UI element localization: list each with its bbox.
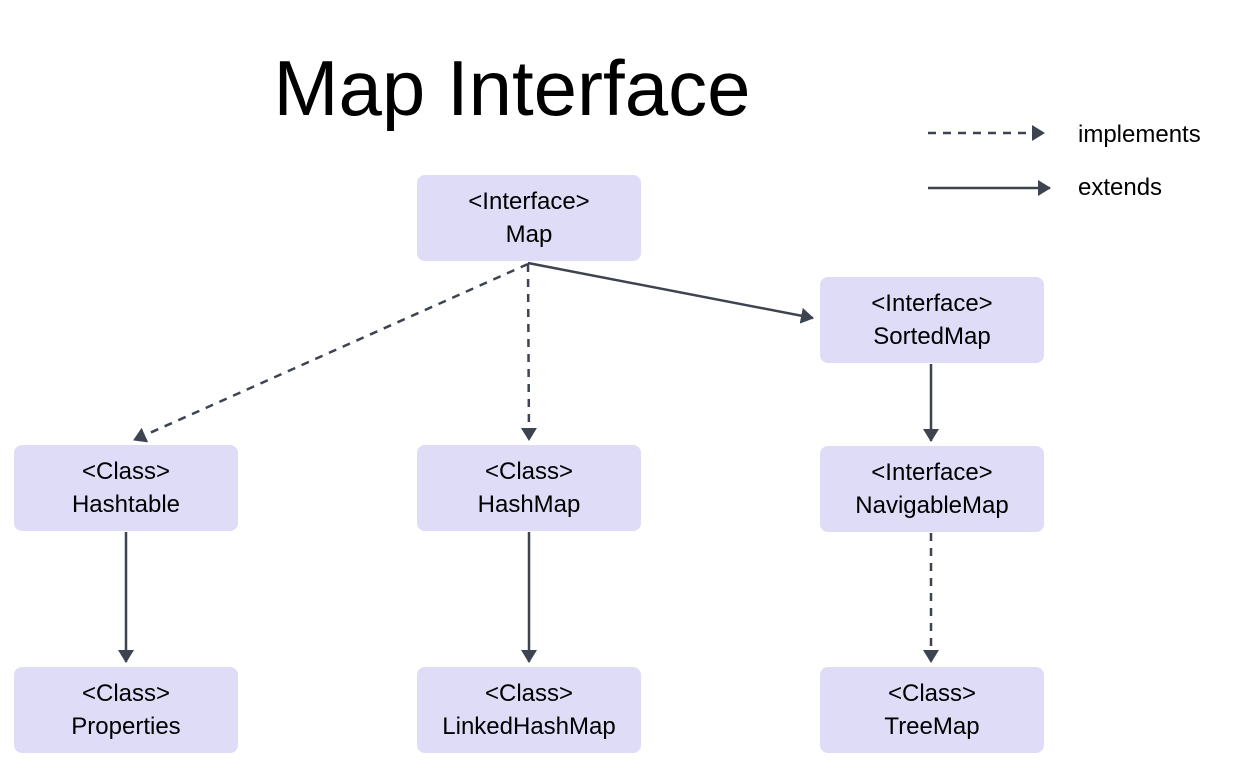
node-sortedmap-name: SortedMap [873,323,991,350]
node-hashtable-name: Hashtable [71,491,181,518]
edge-map-sortedmap-extends [527,261,814,324]
edge-map-hashmap-implements [520,263,537,441]
diagram-title: Map Interface [273,44,751,132]
node-hashmap: <Class> HashMap [417,445,641,531]
node-linkedhashmap-stereotype: <Class> [484,680,574,707]
node-linkedhashmap: <Class> LinkedHashMap [417,667,641,753]
node-navigablemap-name: NavigableMap [855,492,1009,519]
node-hashtable-stereotype: <Class> [81,458,171,485]
legend-label-extends: extends [1078,174,1163,201]
node-hashtable: <Class> Hashtable [14,445,238,531]
node-hashmap-stereotype: <Class> [484,458,574,485]
node-properties-stereotype: <Class> [81,680,171,707]
node-map-name: Map [505,221,553,248]
node-navigablemap: <Interface> NavigableMap [820,446,1044,532]
node-properties-name: Properties [71,713,181,740]
node-treemap: <Class> TreeMap [820,667,1044,753]
node-treemap-stereotype: <Class> [887,680,977,707]
node-map: <Interface> Map [417,175,641,261]
node-treemap-name: TreeMap [884,713,980,740]
edge-map-hashtable-implements [133,262,529,443]
node-linkedhashmap-name: LinkedHashMap [442,713,616,740]
node-sortedmap: <Interface> SortedMap [820,277,1044,363]
node-map-stereotype: <Interface> [468,188,590,215]
node-hashmap-name: HashMap [477,491,581,518]
legend-label-implements: implements [1078,121,1201,148]
node-sortedmap-stereotype: <Interface> [871,290,993,317]
node-navigablemap-stereotype: <Interface> [871,459,993,486]
node-properties: <Class> Properties [14,667,238,753]
